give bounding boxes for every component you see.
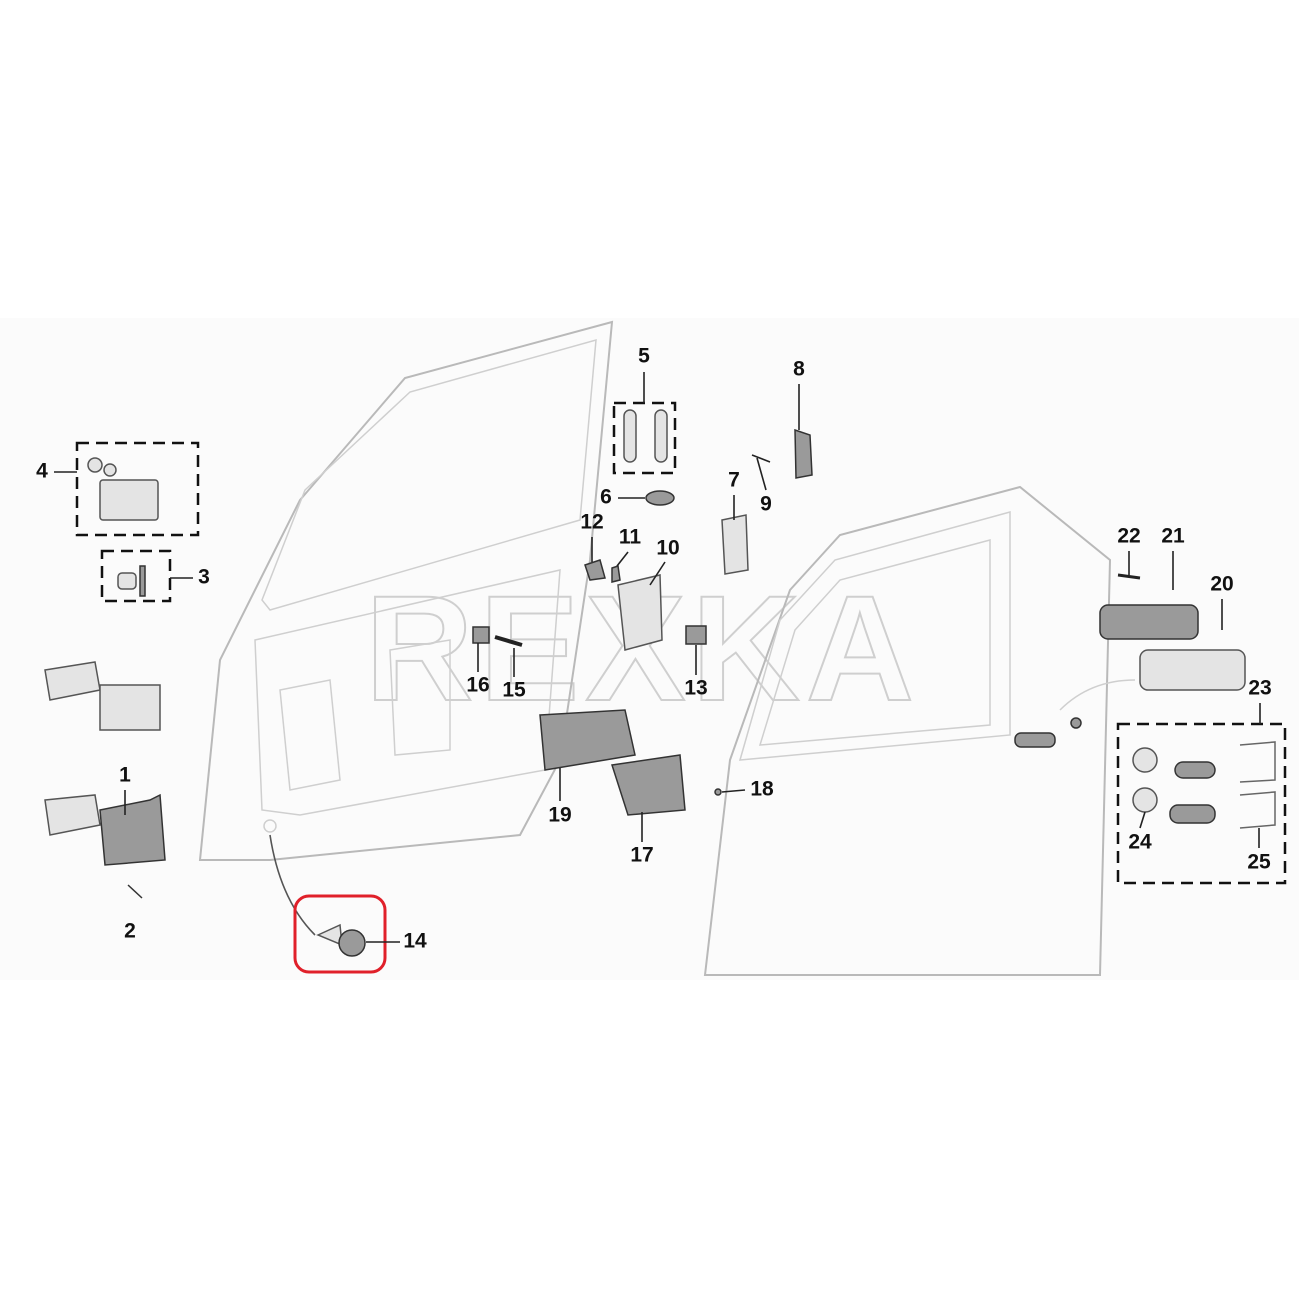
highlight-box: [293, 894, 387, 974]
callout-11: 11: [619, 526, 642, 549]
diagram-background: [0, 318, 1299, 980]
callout-18: 18: [750, 778, 774, 801]
outer-handle-on-door: [1014, 732, 1056, 748]
callout-23: 23: [1248, 677, 1271, 700]
callout-15: 15: [502, 679, 526, 702]
callout-3: 3: [198, 566, 210, 589]
front-door-outer-panel: [703, 485, 1136, 976]
callout-13: 13: [684, 677, 707, 700]
group-box-23: [1116, 722, 1287, 885]
callout-10: 10: [656, 537, 679, 560]
lock-parts: [472, 409, 1276, 829]
group-box-4: [75, 441, 200, 537]
front-door-inner-panel: [198, 320, 614, 861]
callout-14: 14: [403, 930, 427, 953]
callout-9: 9: [760, 493, 772, 516]
callout-19: 19: [548, 804, 571, 827]
callout-16: 16: [466, 674, 489, 697]
group-box-3: [100, 549, 172, 603]
callout-6: 6: [600, 486, 612, 509]
outer-handle-20: [1139, 649, 1246, 691]
callout-21: 21: [1161, 525, 1185, 548]
callout-2: 2: [124, 920, 136, 943]
callout-labels: 1 2 3 4 5 6 7 8 9 10 11 12 13 14 15 16 1…: [36, 345, 1272, 953]
callout-25: 25: [1247, 851, 1271, 874]
hinge-part-1: [99, 793, 166, 866]
callout-8: 8: [793, 358, 805, 381]
clip-part-14: [269, 834, 387, 974]
leader-lines: [54, 372, 1261, 943]
callout-22: 22: [1117, 525, 1140, 548]
hinge-parts: [44, 457, 166, 899]
callout-4: 4: [36, 460, 48, 483]
outer-handle-21: [1099, 604, 1199, 640]
callout-24: 24: [1128, 831, 1152, 854]
callout-7: 7: [728, 469, 740, 492]
callout-20: 20: [1210, 573, 1233, 596]
inner-handle-bezel-19: [539, 709, 636, 771]
callout-12: 12: [580, 511, 603, 534]
callout-5: 5: [638, 345, 650, 368]
inner-handle-17: [611, 754, 686, 816]
callout-1: 1: [119, 764, 131, 787]
callout-17: 17: [630, 844, 653, 867]
